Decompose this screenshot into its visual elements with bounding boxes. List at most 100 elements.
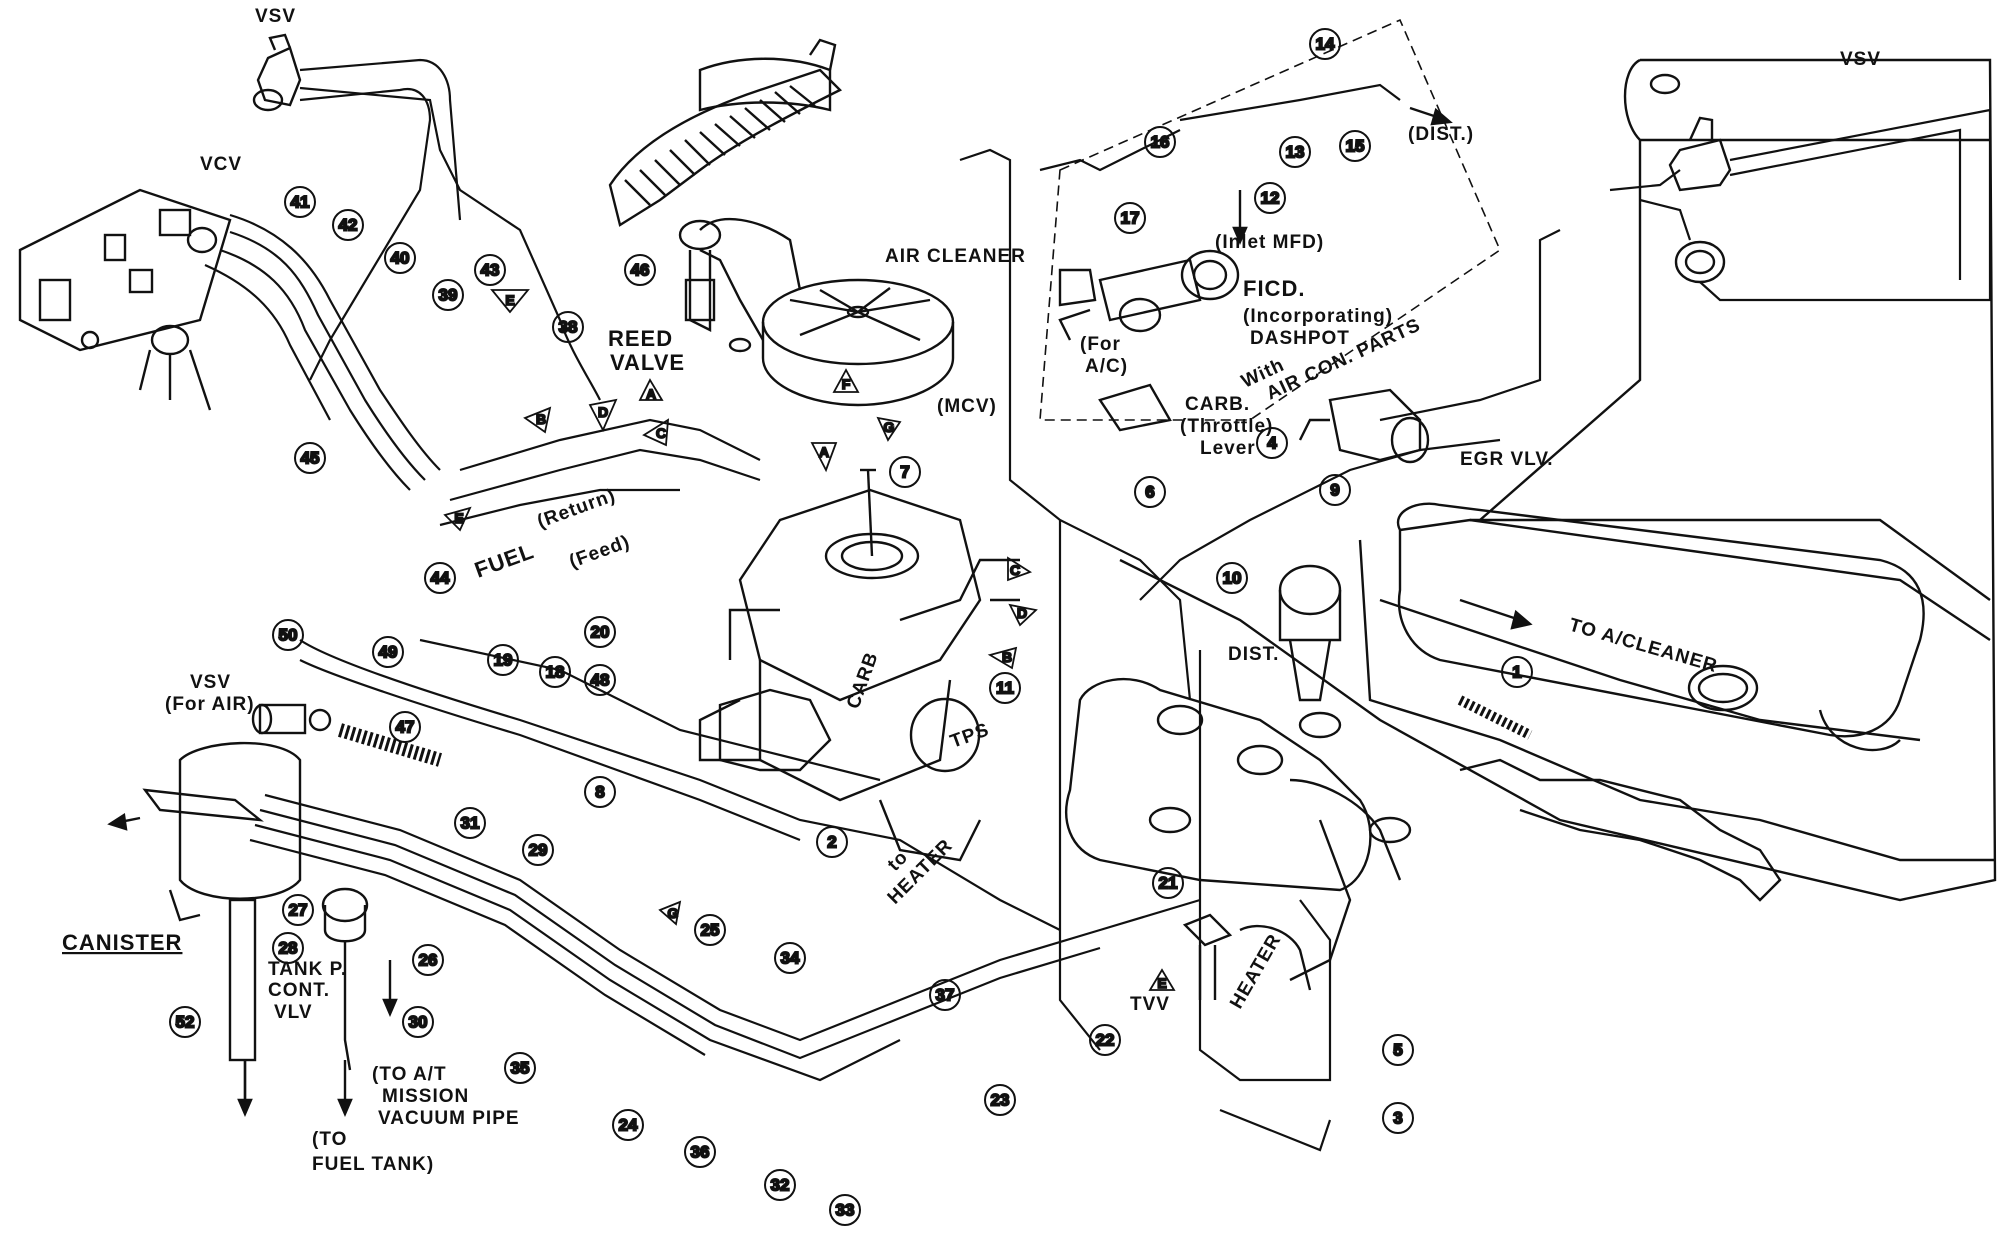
callout-33: 33: [829, 1194, 861, 1226]
label-vcv: VCV: [200, 154, 242, 175]
svg-text:13: 13: [1286, 143, 1305, 162]
callout-15: 15: [1339, 130, 1371, 162]
callout-9: 9: [1319, 474, 1351, 506]
callout-34: 34: [774, 942, 806, 974]
svg-text:15: 15: [1346, 137, 1365, 156]
svg-text:26: 26: [419, 951, 438, 970]
svg-text:2: 2: [827, 833, 836, 852]
svg-text:11: 11: [996, 679, 1014, 698]
label-to-at-line1: (TO A/T: [372, 1064, 447, 1085]
callout-38: 38: [552, 311, 584, 343]
label-reed-valve-line1: REED: [608, 326, 673, 351]
callout-47: 47: [389, 711, 421, 743]
label-tps: TPS: [948, 719, 993, 752]
vsv-for-air-body: [251, 703, 332, 735]
svg-text:47: 47: [396, 718, 415, 737]
label-to-fuel-line1: (TO: [312, 1129, 347, 1150]
svg-text:4: 4: [1267, 434, 1277, 453]
marker-c-left: C: [642, 418, 670, 447]
callout-4: 4: [1256, 427, 1288, 459]
svg-text:37: 37: [936, 986, 955, 1005]
svg-text:F: F: [842, 376, 851, 392]
label-air-cleaner: AIR CLEANER: [885, 246, 1026, 267]
marker-d-left: D: [588, 398, 618, 433]
svg-text:28: 28: [279, 939, 298, 958]
svg-text:50: 50: [279, 626, 298, 645]
vsv-top-right-body: [1668, 116, 1732, 284]
marker-e-tvv: E: [1148, 968, 1176, 992]
callout-40: 40: [384, 242, 416, 274]
callout-1: 1: [1501, 656, 1533, 688]
svg-text:C: C: [656, 425, 666, 441]
svg-text:36: 36: [691, 1143, 710, 1162]
label-vsv-for-air-line2: (For AIR): [165, 694, 255, 715]
callout-49: 49: [372, 636, 404, 668]
intake-duct: [608, 38, 843, 227]
reed-valve-body: [678, 219, 752, 353]
svg-text:45: 45: [301, 449, 320, 468]
label-carb-throttle-line3: Lever: [1200, 438, 1256, 459]
svg-text:10: 10: [1223, 569, 1242, 588]
callout-10: 10: [1216, 562, 1248, 594]
callout-35: 35: [504, 1052, 536, 1084]
callout-18: 18: [539, 656, 571, 688]
label-carb-throttle-line1: CARB.: [1185, 394, 1250, 415]
vcv-assembly: [18, 188, 232, 411]
svg-text:22: 22: [1096, 1031, 1115, 1050]
svg-text:39: 39: [439, 286, 458, 305]
label-fuel-feed: (Feed): [567, 531, 633, 572]
svg-text:D: D: [1017, 605, 1027, 621]
svg-text:29: 29: [529, 841, 548, 860]
svg-text:D: D: [598, 404, 608, 420]
callout-2: 2: [816, 826, 848, 858]
svg-text:E: E: [454, 510, 463, 526]
svg-text:G: G: [668, 905, 679, 921]
svg-text:E: E: [505, 292, 514, 308]
svg-text:8: 8: [595, 783, 604, 802]
engine-line-art: [18, 33, 1997, 1100]
callout-36: 36: [684, 1136, 716, 1168]
label-to-fuel-line2: FUEL TANK): [312, 1154, 434, 1175]
callout-48: 48: [584, 664, 616, 696]
svg-text:18: 18: [546, 663, 565, 682]
label-to-a-cleaner: TO A/CLEANER: [1567, 615, 1720, 677]
marker-b-left: B: [523, 406, 552, 434]
marker-e-top: E: [490, 289, 530, 314]
svg-text:12: 12: [1261, 189, 1280, 208]
callout-21: 21: [1152, 867, 1184, 899]
callout-13: 13: [1279, 136, 1311, 168]
svg-text:B: B: [536, 411, 546, 427]
flow-arrows: [107, 106, 1533, 1118]
callout-19: 19: [487, 644, 519, 676]
tank-pressure-valve-body: [321, 887, 369, 1071]
callout-30: 30: [402, 1006, 434, 1038]
callout-32: 32: [764, 1169, 796, 1201]
callout-25: 25: [694, 914, 726, 946]
svg-text:14: 14: [1316, 35, 1335, 54]
marker-e-left: E: [443, 506, 472, 532]
distributor-body: [1278, 564, 1342, 739]
label-to-at-line2: MISSION: [382, 1086, 469, 1107]
callout-24: 24: [612, 1109, 644, 1141]
label-vsv-top-left: VSV: [255, 6, 296, 27]
label-tvv: TVV: [1130, 994, 1170, 1015]
svg-text:1: 1: [1512, 663, 1521, 682]
svg-text:46: 46: [631, 261, 650, 280]
svg-text:5: 5: [1393, 1041, 1402, 1060]
callout-6: 6: [1134, 476, 1166, 508]
svg-text:30: 30: [409, 1013, 428, 1032]
svg-text:41: 41: [291, 193, 310, 212]
callout-46: 46: [624, 254, 656, 286]
callout-37: 37: [929, 979, 961, 1011]
callout-11: 11: [989, 672, 1021, 704]
label-carb-throttle-line2: (Throttle): [1180, 416, 1273, 437]
svg-text:43: 43: [481, 261, 500, 280]
intake-manifold: [1065, 677, 1412, 991]
valve-cover: [1396, 502, 1925, 902]
callout-20: 20: [584, 616, 616, 648]
svg-text:7: 7: [900, 463, 909, 482]
callout-17: 17: [1114, 202, 1146, 234]
label-to-at-line3: VACUUM PIPE: [378, 1108, 520, 1129]
label-dist: DIST.: [1228, 644, 1279, 665]
marker-d-carb: D: [1008, 603, 1038, 627]
